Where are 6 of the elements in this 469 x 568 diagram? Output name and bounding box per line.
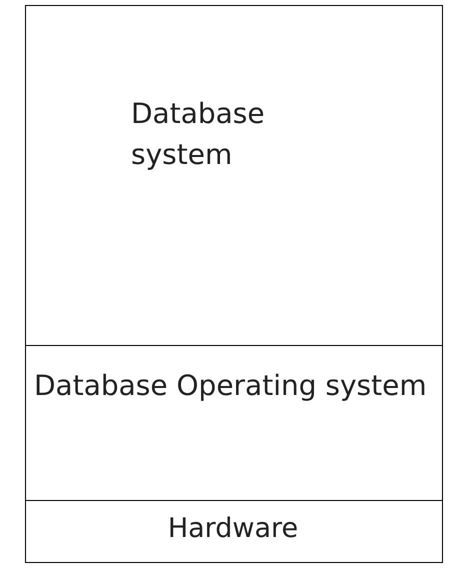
layer-label: Hardware — [166, 512, 300, 546]
layer-box — [25, 500, 443, 563]
layer-label: Database Operating system — [34, 368, 428, 404]
layer-label: Database system — [131, 96, 266, 173]
layer-box — [25, 5, 443, 347]
layer-box — [25, 345, 443, 502]
